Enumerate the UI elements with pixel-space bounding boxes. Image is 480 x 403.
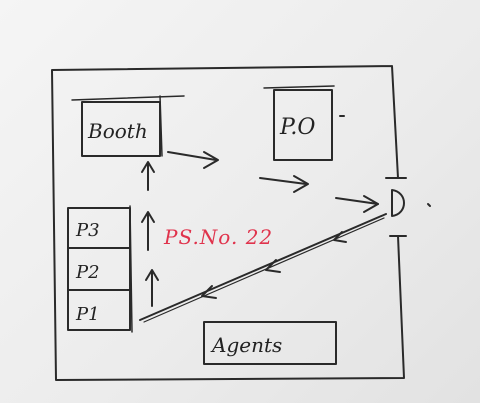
arrow-mid-right <box>259 177 307 185</box>
booth-box <box>81 101 161 157</box>
polling-station-label: PS.No. 22 <box>163 225 273 249</box>
diagonal-exit-path <box>139 213 387 321</box>
po-box <box>273 89 333 161</box>
door-symbol <box>391 189 405 217</box>
p1-label: P1 <box>75 304 100 325</box>
arrow-to-door <box>335 197 379 205</box>
agents-label: Agents <box>210 333 282 357</box>
booth-label: Booth <box>87 119 148 143</box>
p3-label: P3 <box>75 220 100 241</box>
exit-arrow-3 <box>201 285 217 299</box>
exit-arrow-1 <box>333 231 347 243</box>
po-label: P.O <box>279 115 315 140</box>
agents-box <box>203 321 337 365</box>
exit-arrow-2 <box>265 259 281 273</box>
arrow-booth-to-right <box>167 151 217 161</box>
room-boundary <box>51 65 405 381</box>
p-stack-box <box>67 207 131 331</box>
p2-label: P2 <box>75 262 100 283</box>
